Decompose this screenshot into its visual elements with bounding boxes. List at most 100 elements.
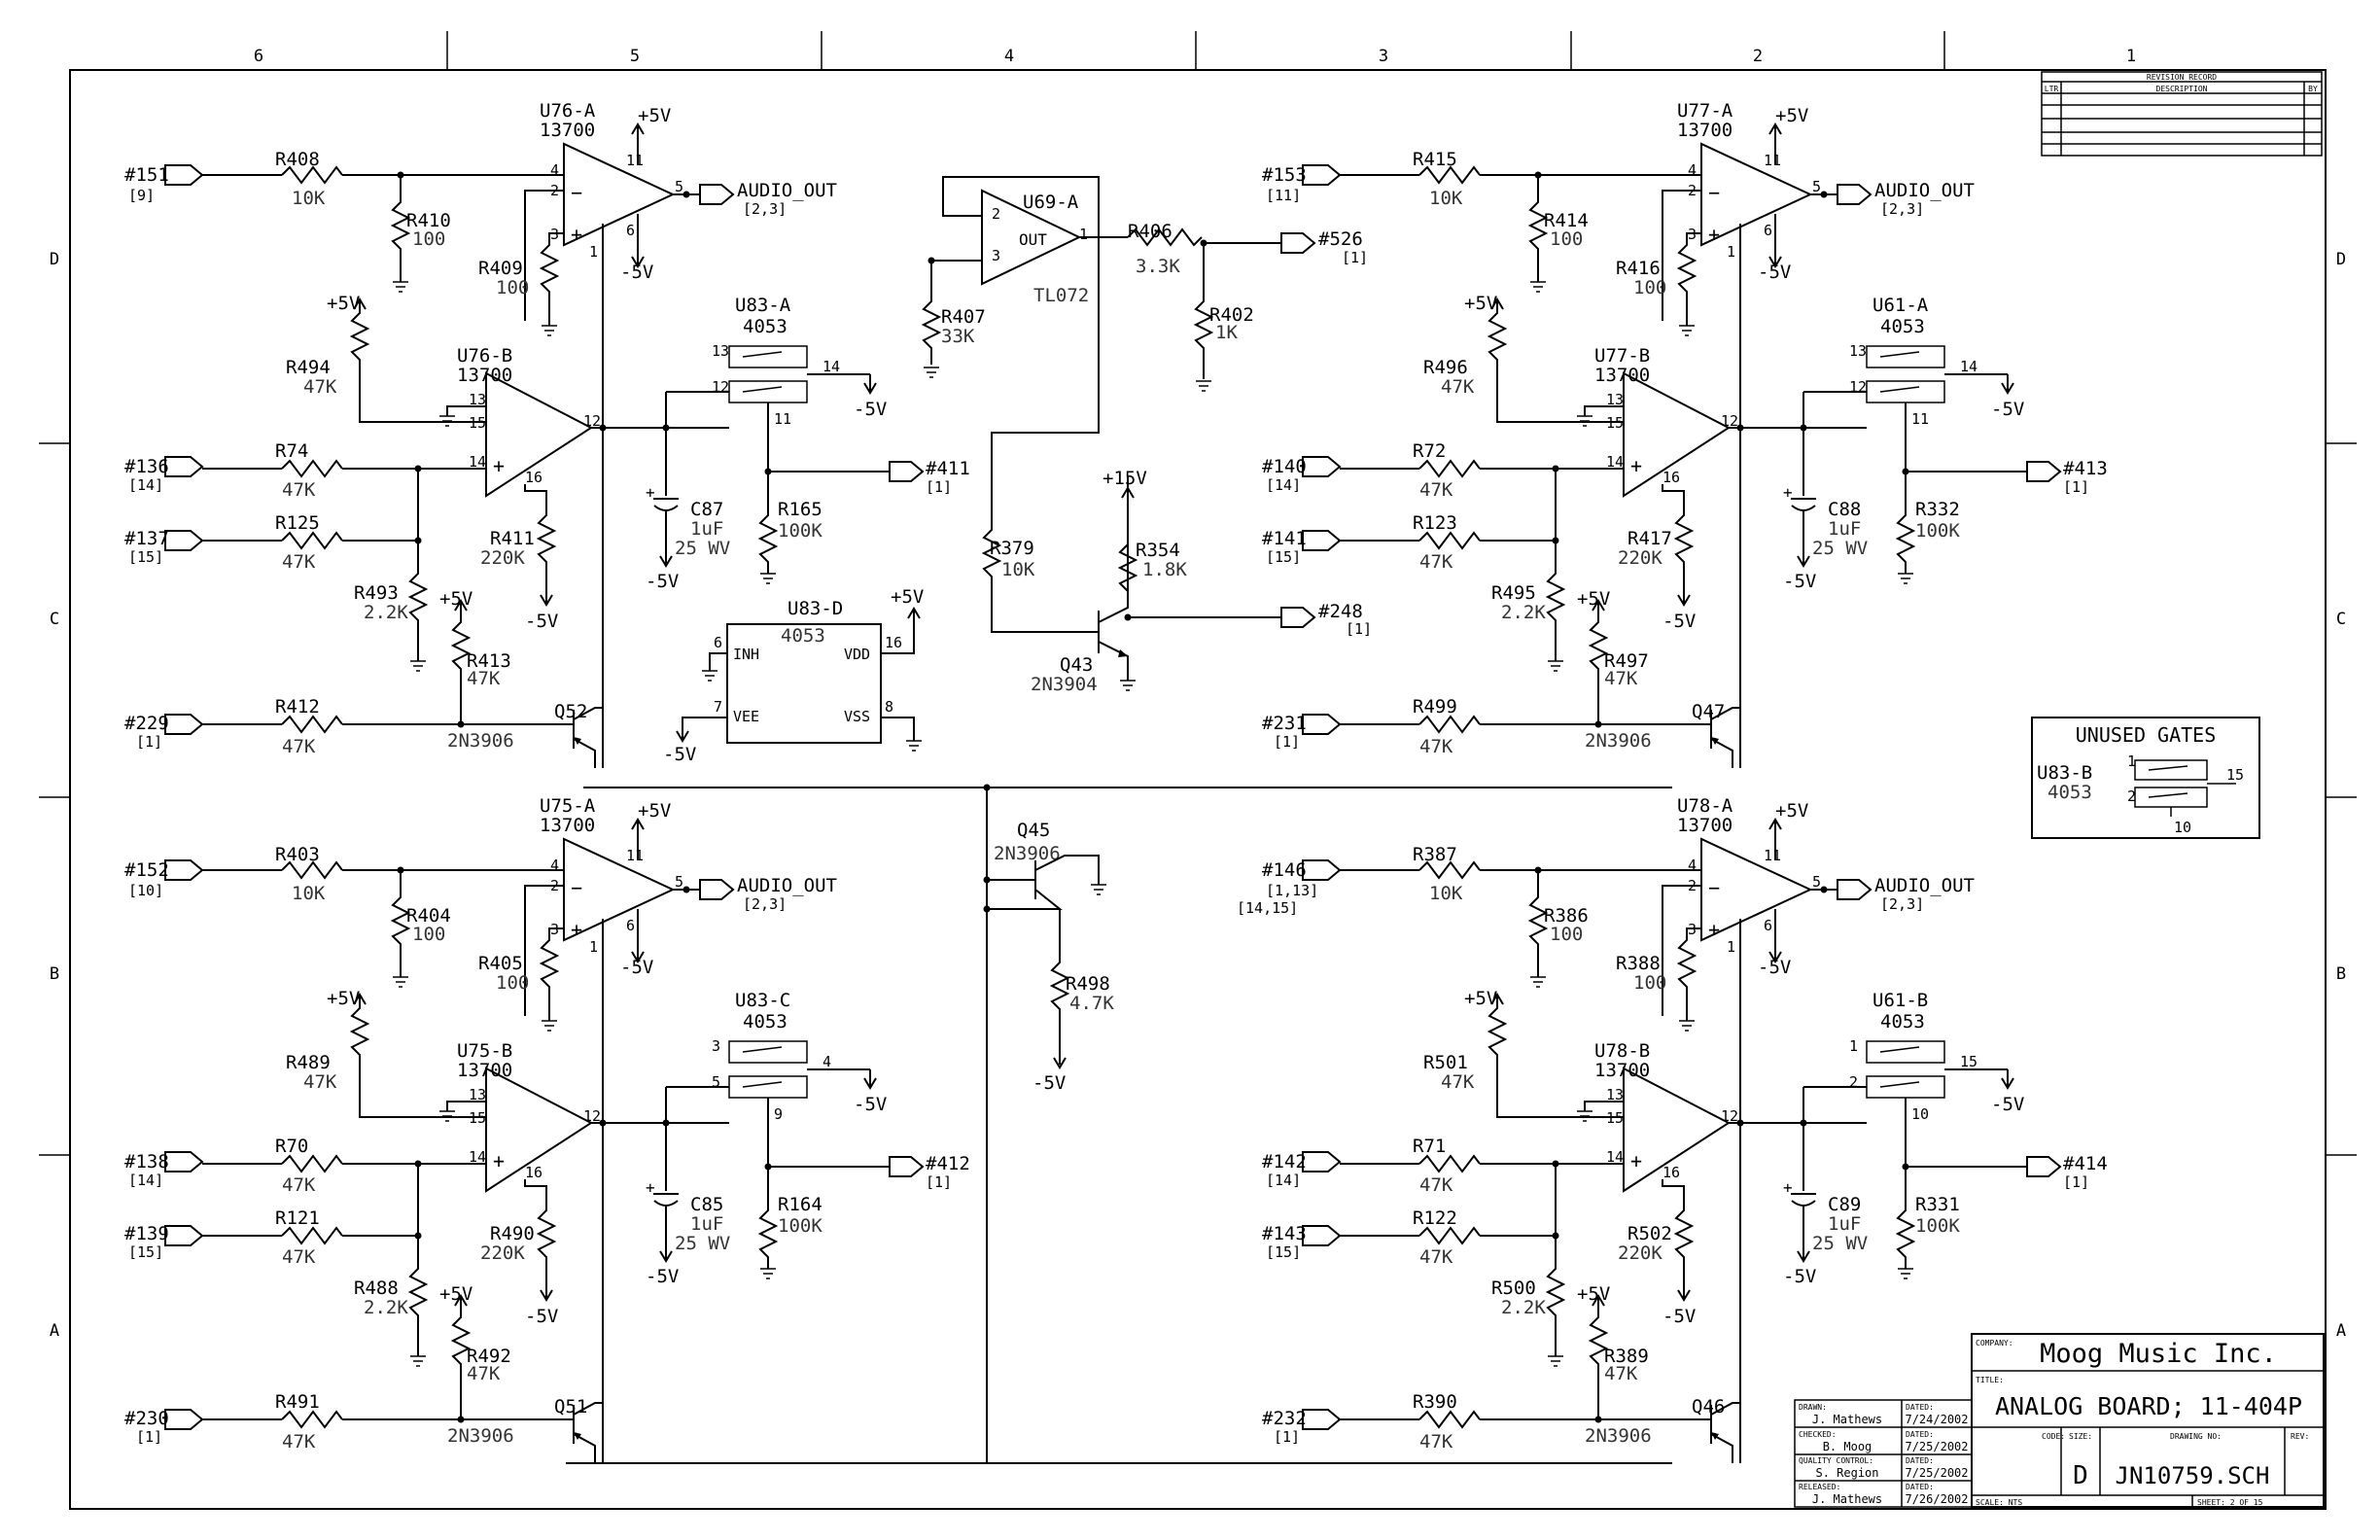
unused-part-value: 4053 <box>2048 782 2092 803</box>
amp-a-pin-11: 11 <box>1764 847 1781 864</box>
column-labels: 6 5 4 3 2 1 <box>254 47 2136 66</box>
col-label: 4 <box>1004 47 1014 66</box>
bias-resistor-value: 220K <box>480 547 525 569</box>
r407-ref: R407 <box>941 306 986 328</box>
switch-ref: U83-C <box>735 990 790 1011</box>
ctl-port-net: [1] <box>1274 1428 1300 1446</box>
drawn-date: 7/24/2002 <box>1905 1413 1968 1426</box>
amp-b-pin-12: 12 <box>1721 1107 1738 1125</box>
audio-out-net: [2,3] <box>1880 200 1924 218</box>
amp-a-m5v: -5V <box>1758 262 1791 283</box>
control-port-net: [1] <box>2063 1173 2089 1191</box>
amp-b-value: 13700 <box>457 1060 512 1081</box>
amp-b-pullup-p5v: +5V <box>327 988 360 1009</box>
r354-value: 1.8K <box>1142 559 1187 580</box>
ctl-port: #230 <box>124 1408 169 1429</box>
input2-resistor-value: 47K <box>282 1174 316 1196</box>
port-526-net: [1] <box>1342 249 1368 266</box>
amp-b-value: 13700 <box>457 365 512 386</box>
shunt-resistor-ref: R414 <box>1544 210 1589 231</box>
amp-b-pin-13: 13 <box>1606 391 1624 408</box>
switch-pin-c: 14 <box>1960 358 1978 375</box>
switch-pin-c: 14 <box>822 358 840 375</box>
amp-b-value: 13700 <box>1594 1060 1650 1081</box>
qc-by: S. Region <box>1815 1466 1878 1480</box>
amp-a-pin-5: 5 <box>675 178 683 195</box>
amp-b-pin-15: 15 <box>469 1109 486 1127</box>
amp-a-pin-6: 6 <box>1764 917 1772 934</box>
transistor-ref: Q52 <box>554 701 587 722</box>
amp-a-pin-4: 4 <box>550 161 559 179</box>
amp-a-pin-5: 5 <box>675 873 683 891</box>
amp-a-pin-1: 1 <box>589 243 598 261</box>
switch-pin-c: 15 <box>1960 1053 1978 1070</box>
company-name: Moog Music Inc. <box>2040 1339 2277 1369</box>
plus-resistor-value: 100 <box>1633 972 1666 994</box>
ctl-resistor2-value: 47K <box>1419 1431 1453 1452</box>
cap-m5v: -5V <box>646 571 679 592</box>
amp-a-value: 13700 <box>540 815 595 836</box>
input-resistor-ref: R387 <box>1413 844 1457 865</box>
row-label: D <box>2336 250 2346 269</box>
shunt-resistor-ref: R404 <box>406 905 451 927</box>
ground-resistor-ref: R488 <box>354 1278 399 1299</box>
q45-value: 2N3906 <box>994 843 1061 864</box>
ctl-port: #232 <box>1262 1408 1307 1429</box>
row-label: B <box>2336 964 2346 984</box>
cap-voltage: 25 WV <box>675 1233 730 1254</box>
switch-ref: U61-A <box>1872 295 1929 316</box>
amp-a-pin-5: 5 <box>1812 178 1821 195</box>
input-port-net: [10] <box>128 882 163 899</box>
unused-gates-box: UNUSED GATES U83-B 4053 1 2 15 10 <box>2031 717 2260 839</box>
ctl-port-net: [1] <box>136 1428 162 1446</box>
u83d-chip: U83-D 4053 INH VDD VEE VSS 6 7 8 16 -5V … <box>663 586 924 765</box>
switch-pin-b: 12 <box>712 378 729 396</box>
released-by: J. Mathews <box>1812 1492 1882 1506</box>
input2-port-net: [14] <box>128 1172 163 1189</box>
u83d-pin-8: 8 <box>885 698 893 716</box>
transistor-ref: Q46 <box>1692 1396 1725 1418</box>
amp-a-p5v: +5V <box>638 800 671 822</box>
ctl-port-net: [1] <box>136 733 162 751</box>
control-port: #412 <box>926 1153 970 1174</box>
ground-resistor-ref: R495 <box>1491 582 1536 604</box>
u69-pin-1: 1 <box>1079 226 1088 243</box>
unused-pin-2: 2 <box>2127 788 2136 805</box>
u83d-ref: U83-D <box>788 598 843 619</box>
switch-pin-d: 10 <box>1911 1105 1929 1123</box>
checked-label: CHECKED: <box>1799 1430 1837 1439</box>
ctl-pullup-p5v: +5V <box>439 588 472 610</box>
ground-resistor-value: 2.2K <box>1501 1297 1546 1318</box>
control-port-net: [1] <box>2063 478 2089 496</box>
input2-port-net: [14] <box>128 476 163 494</box>
bias-resistor-ref: R417 <box>1628 528 1672 549</box>
input-port: #153 <box>1262 164 1307 186</box>
shunt-resistor-value: 100 <box>412 924 445 945</box>
input2-resistor-ref: R72 <box>1413 440 1446 462</box>
revision-description: DESCRIPTION <box>2156 85 2208 93</box>
scale: SCALE: NTS <box>1976 1498 2022 1507</box>
amp-a-pin-2: 2 <box>1688 877 1697 894</box>
row-label: B <box>50 964 59 984</box>
switch-ref: U61-B <box>1872 990 1928 1011</box>
plus-resistor-value: 100 <box>496 277 529 298</box>
input3-resistor-ref: R122 <box>1413 1208 1457 1229</box>
amp-a-pin-3: 3 <box>1688 921 1697 938</box>
u83d-m5v: -5V <box>663 744 696 765</box>
ctl-resistor-value: 47K <box>467 668 501 689</box>
ctl-resistor-ref: R497 <box>1604 650 1649 672</box>
cap-m5v: -5V <box>1783 571 1816 592</box>
amp-a-pin-3: 3 <box>1688 226 1697 243</box>
input3-resistor-ref: R121 <box>275 1208 320 1229</box>
u83d-p5v: +5V <box>891 586 924 608</box>
control-port-net: [1] <box>926 1173 952 1191</box>
r402-ref: R402 <box>1209 304 1254 326</box>
unused-pin-10: 10 <box>2174 819 2191 836</box>
title-block: COMPANY: Moog Music Inc. TITLE: ANALOG B… <box>1794 1333 2325 1508</box>
switch-pin-d: 11 <box>1911 410 1929 428</box>
q43-ref: Q43 <box>1060 654 1093 676</box>
amp-a-pin-6: 6 <box>1764 222 1772 239</box>
ctl-resistor-ref: R413 <box>467 650 511 672</box>
input2-port: #140 <box>1262 456 1307 477</box>
